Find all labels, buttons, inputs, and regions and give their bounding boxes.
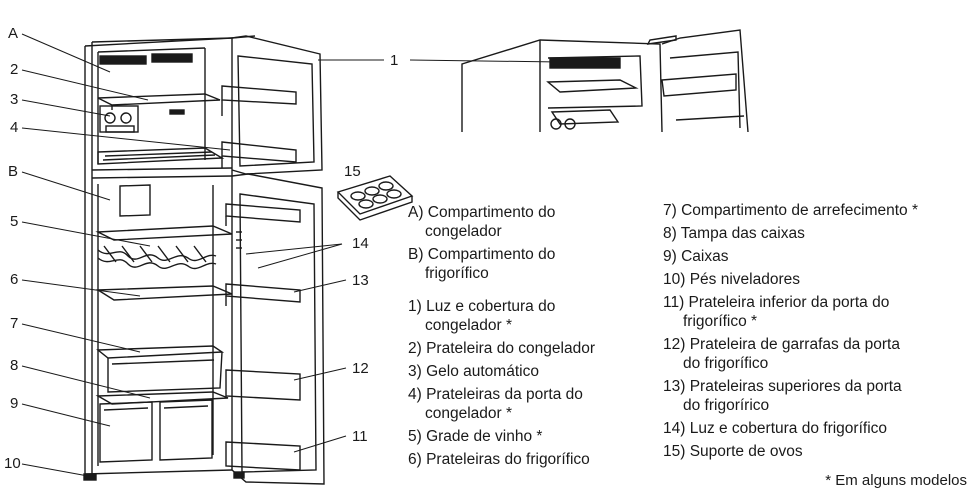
- leader-lines: [21, 33, 561, 477]
- legend-item-line: B) Compartimento do: [408, 246, 556, 263]
- callout-10: 10: [4, 455, 21, 472]
- egg-holder: [336, 175, 414, 221]
- legend-item: 6) Prateleiras do frigorífico: [408, 450, 663, 469]
- legend-item: 3) Gelo automático: [408, 362, 663, 381]
- leveling-feet: [83, 471, 245, 481]
- legend-item-line: 1) Luz e cobertura do: [408, 298, 556, 315]
- legend-item: 7) Compartimento de arrefecimento *: [663, 201, 968, 220]
- callout-2: 2: [10, 61, 18, 78]
- legend-item-line: 9) Caixas: [663, 248, 729, 265]
- legend-item-line: frigorífico *: [683, 313, 758, 330]
- callout-1: 1: [390, 52, 398, 69]
- legend-item: 14) Luz e cobertura do frigorífico: [663, 419, 968, 438]
- callout-labels: A 2 3 4 B 5 6 7 8 9 10 1 15 14 13 12 11: [4, 25, 398, 472]
- legend-item-line: A) Compartimento do: [408, 204, 556, 221]
- legend-item: 2) Prateleira do congelador: [408, 339, 663, 358]
- legend-item-line: do frigorífico: [683, 355, 769, 372]
- legend-item-line: 2) Prateleira do congelador: [408, 340, 595, 357]
- crisper-cover: [95, 391, 229, 405]
- fridge-door: [225, 173, 325, 485]
- legend-item-line: 8) Tampa das caixas: [663, 225, 805, 242]
- freezer-shelf: [97, 93, 221, 110]
- legend-item: 10) Pés niveladores: [663, 270, 968, 289]
- callout-6: 6: [10, 271, 18, 288]
- callout-3: 3: [10, 91, 18, 108]
- legend-item-line: congelador *: [425, 405, 513, 422]
- fridge-shelf-mid: [95, 285, 233, 301]
- callout-9: 9: [10, 395, 18, 412]
- callout-12: 12: [352, 360, 369, 377]
- fridge-shelf-upper: [95, 225, 233, 241]
- freezer-light: [99, 53, 193, 65]
- legend-item: 8) Tampa das caixas: [663, 224, 968, 243]
- fridge-light-cover: [119, 184, 151, 217]
- callout-4: 4: [10, 119, 18, 136]
- freezer-door: [221, 35, 323, 175]
- legend-item-line: 10) Pés niveladores: [663, 271, 800, 288]
- legend-item: B) Compartimento do frigorífico: [408, 245, 663, 283]
- legend-item-line: 15) Suporte de ovos: [663, 443, 803, 460]
- legend-item: 13) Prateleiras superiores da porta do fr…: [663, 377, 968, 415]
- legend-item: 12) Prateleira de garrafas da porta do fr…: [663, 335, 968, 373]
- legend-item: 4) Prateleiras da porta do congelador *: [408, 385, 663, 423]
- legend-item-line: 14) Luz e cobertura do frigorífico: [663, 420, 888, 437]
- legend-item-line: congelador: [425, 223, 502, 240]
- freezer-floor: [97, 147, 225, 165]
- legend-item: A) Compartimento do congelador: [408, 203, 663, 241]
- legend-left: A) Compartimento do congelador B) Comparti…: [408, 203, 663, 473]
- legend-item-line: 4) Prateleiras da porta do: [408, 386, 583, 403]
- callout-7: 7: [10, 315, 18, 332]
- callout-13: 13: [352, 272, 369, 289]
- callout-15: 15: [344, 163, 361, 180]
- legend-item-line: 12) Prateleira de garrafas da porta: [663, 336, 900, 353]
- callout-11: 11: [352, 428, 368, 445]
- legend-right: 7) Compartimento de arrefecimento * 8) Ta…: [663, 201, 968, 465]
- legend-item: 9) Caixas: [663, 247, 968, 266]
- cooling-compartment: [96, 345, 225, 393]
- inset-freezer-detail: [461, 29, 749, 133]
- callout-8: 8: [10, 357, 18, 374]
- legend-item-line: do frigorírico: [683, 397, 770, 414]
- callout-A: A: [8, 25, 18, 42]
- wine-rack: [97, 245, 217, 270]
- legend-item-line: 7) Compartimento de arrefecimento *: [663, 202, 919, 219]
- legend-item-line: 5) Grade de vinho *: [408, 428, 543, 445]
- legend-item-line: frigorífico: [425, 265, 489, 282]
- fridge-body: [84, 37, 233, 476]
- legend-item: 5) Grade de vinho *: [408, 427, 663, 446]
- icemaker: [99, 105, 185, 133]
- callout-5: 5: [10, 213, 18, 230]
- footnote: * Em alguns modelos: [825, 472, 967, 489]
- callout-B: B: [8, 163, 18, 180]
- callout-14: 14: [352, 235, 369, 252]
- legend-item: 11) Prateleira inferior da porta do frigo…: [663, 293, 968, 331]
- legend-item-line: 11) Prateleira inferior da porta do: [663, 294, 890, 311]
- legend-item-line: 6) Prateleiras do frigorífico: [408, 451, 590, 468]
- legend-item-line: 3) Gelo automático: [408, 363, 539, 380]
- crisper-drawers: [99, 399, 213, 463]
- legend-item-line: 13) Prateleiras superiores da porta: [663, 378, 902, 395]
- legend-item-line: congelador *: [425, 317, 513, 334]
- legend-item: 1) Luz e cobertura do congelador *: [408, 297, 663, 335]
- legend-item: 15) Suporte de ovos: [663, 442, 968, 461]
